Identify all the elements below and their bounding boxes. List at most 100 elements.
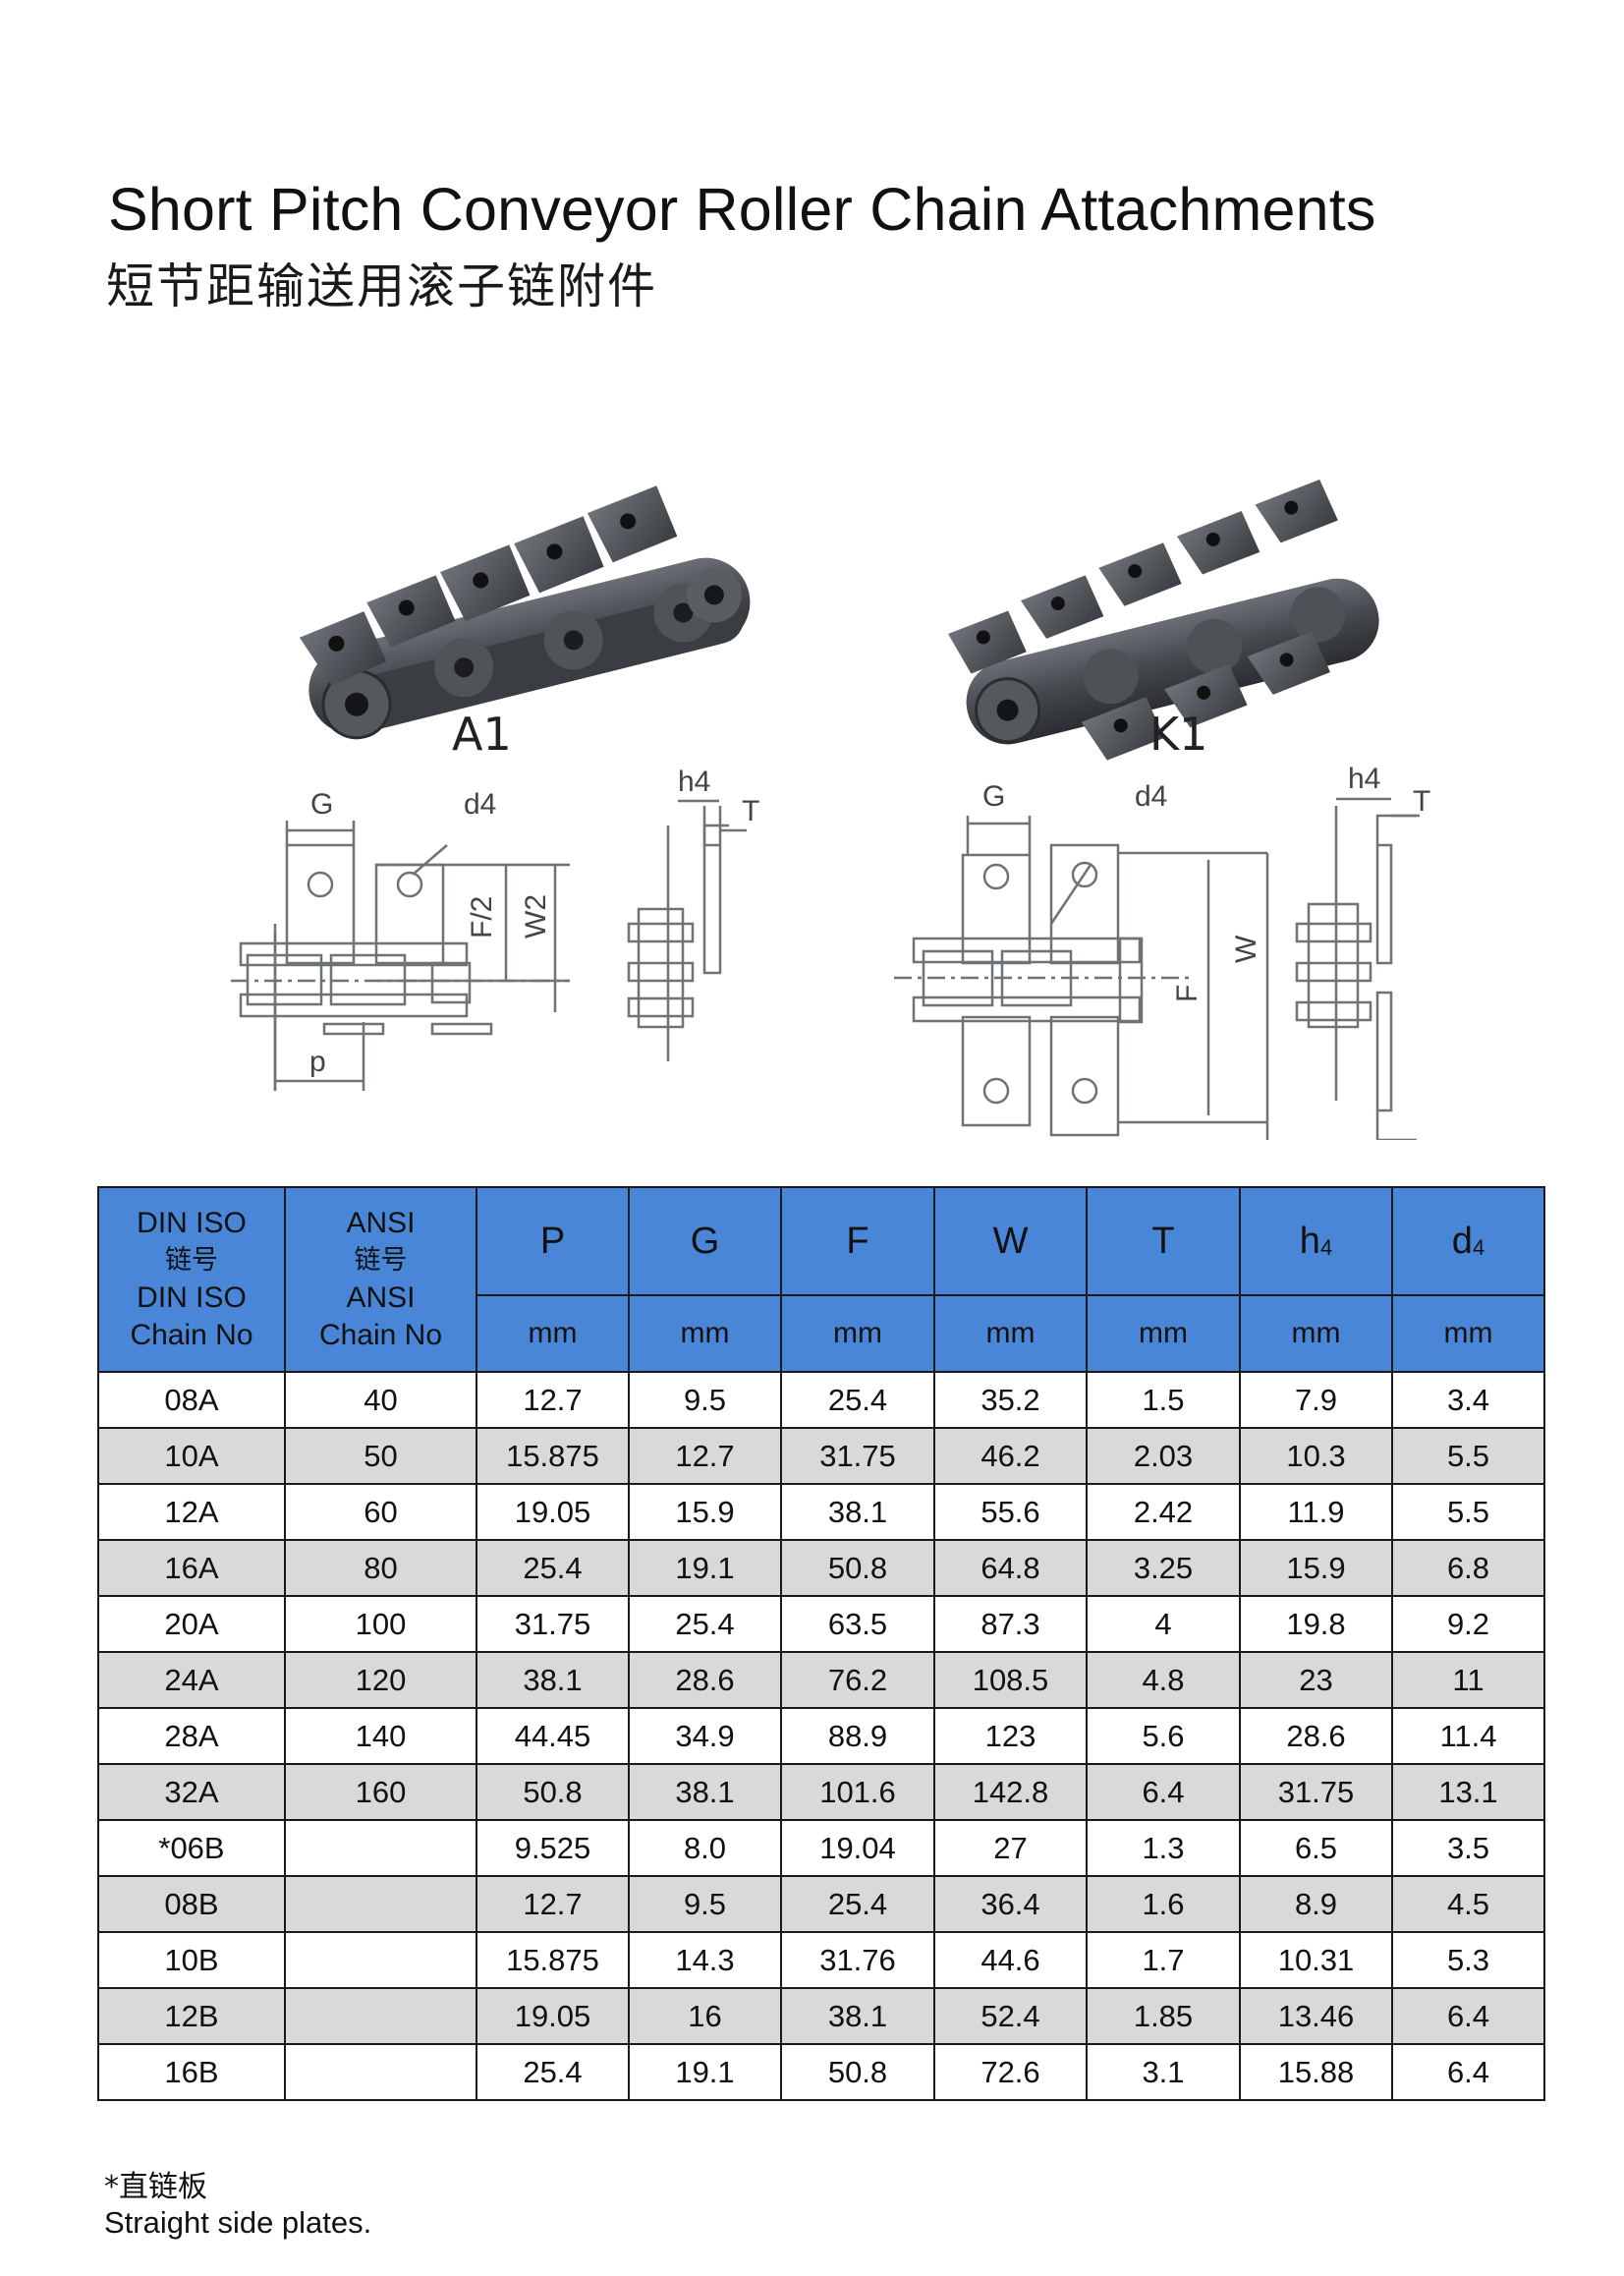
table-cell: 31.75 <box>1239 1763 1393 1821</box>
table-cell: 36.4 <box>933 1875 1088 1933</box>
header-w: W <box>933 1186 1088 1296</box>
table-cell: 44.6 <box>933 1931 1088 1989</box>
table-cell: 19.05 <box>476 1483 630 1541</box>
table-cell <box>284 1931 477 1989</box>
table-cell: 08A <box>97 1371 286 1429</box>
dim-label-w2: W2 <box>520 894 552 939</box>
table-cell: 12B <box>97 1987 286 2045</box>
a1-chain-render <box>299 485 751 740</box>
table-cell: 25.4 <box>780 1371 935 1429</box>
table-cell: 08B <box>97 1875 286 1933</box>
table-cell <box>284 1875 477 1933</box>
table-cell: 1.6 <box>1086 1875 1241 1933</box>
dim-label-t-k1: T <box>1413 785 1430 818</box>
table-cell: 19.04 <box>780 1819 935 1877</box>
chain-illustrations: G d4 F/2 W2 p h4 T G d4 F W h4 T <box>231 479 1430 1142</box>
k1-chain-render <box>948 479 1379 761</box>
table-cell: 28.6 <box>628 1651 782 1709</box>
table-cell: *06B <box>97 1819 286 1877</box>
table-cell: 25.4 <box>628 1595 782 1653</box>
table-cell: 28.6 <box>1239 1707 1393 1765</box>
table-cell: 50.8 <box>780 2043 935 2101</box>
table-cell: 88.9 <box>780 1707 935 1765</box>
table-cell: 38.1 <box>780 1483 935 1541</box>
table-cell: 50.8 <box>476 1763 630 1821</box>
table-cell: 38.1 <box>476 1651 630 1709</box>
table-cell: 3.1 <box>1086 2043 1241 2101</box>
table-cell <box>284 1987 477 2045</box>
header-d4: d4 <box>1391 1186 1545 1296</box>
table-cell: 19.8 <box>1239 1595 1393 1653</box>
dim-label-t-a1: T <box>742 795 759 827</box>
page-subtitle: 短节距输送用滚子链附件 <box>106 258 658 314</box>
table-cell: 15.9 <box>628 1483 782 1541</box>
table-cell: 15.875 <box>476 1931 630 1989</box>
table-cell: 6.4 <box>1391 1987 1545 2045</box>
unit-h4: mm <box>1239 1294 1393 1373</box>
table-cell: 6.4 <box>1391 2043 1545 2101</box>
table-cell: 19.05 <box>476 1987 630 2045</box>
table-cell: 4.8 <box>1086 1651 1241 1709</box>
table-cell: 3.4 <box>1391 1371 1545 1429</box>
table-cell: 55.6 <box>933 1483 1088 1541</box>
dim-label-f2: F/2 <box>466 896 498 939</box>
table-cell: 123 <box>933 1707 1088 1765</box>
table-cell: 108.5 <box>933 1651 1088 1709</box>
page-title: Short Pitch Conveyor Roller Chain Attach… <box>108 176 1376 243</box>
table-cell: 10.3 <box>1239 1427 1393 1485</box>
dim-label-g-k1: G <box>982 780 1005 813</box>
dim-label-h4-a1: h4 <box>678 766 710 798</box>
table-cell: 6.5 <box>1239 1819 1393 1877</box>
chain-figures: G d4 F/2 W2 p h4 T G d4 F W h4 T A1 K1 <box>0 413 1624 1142</box>
table-cell: 10B <box>97 1931 286 1989</box>
footnote-chinese: *直链板 <box>104 2170 207 2204</box>
table-cell: 38.1 <box>780 1987 935 2045</box>
k1-side-view-drawing <box>1295 797 1420 1142</box>
spec-table: DIN ISO 链号 DIN ISO Chain No ANSI 链号 ANSI… <box>97 1186 1545 2101</box>
table-cell: 12.7 <box>476 1875 630 1933</box>
dim-label-d4-k1: d4 <box>1135 780 1167 813</box>
table-cell: 50.8 <box>780 1539 935 1597</box>
table-cell: 50 <box>284 1427 477 1485</box>
table-cell: 5.3 <box>1391 1931 1545 1989</box>
table-cell: 15.88 <box>1239 2043 1393 2101</box>
table-cell: 12A <box>97 1483 286 1541</box>
dim-label-w: W <box>1230 935 1262 963</box>
table-cell: 1.3 <box>1086 1819 1241 1877</box>
table-cell: 44.45 <box>476 1707 630 1765</box>
header-ansi: ANSI 链号 ANSI Chain No <box>284 1186 477 1373</box>
table-cell: 1.85 <box>1086 1987 1241 2045</box>
table-cell: 31.75 <box>476 1595 630 1653</box>
table-cell: 140 <box>284 1707 477 1765</box>
table-cell: 10.31 <box>1239 1931 1393 1989</box>
unit-g: mm <box>628 1294 782 1373</box>
table-cell: 10A <box>97 1427 286 1485</box>
table-cell: 9.5 <box>628 1371 782 1429</box>
table-cell: 14.3 <box>628 1931 782 1989</box>
table-cell: 9.5 <box>628 1875 782 1933</box>
table-cell <box>284 2043 477 2101</box>
table-cell: 46.2 <box>933 1427 1088 1485</box>
table-cell: 2.03 <box>1086 1427 1241 1485</box>
table-cell: 6.8 <box>1391 1539 1545 1597</box>
table-cell: 101.6 <box>780 1763 935 1821</box>
unit-f: mm <box>780 1294 935 1373</box>
table-cell: 4.5 <box>1391 1875 1545 1933</box>
header-p: P <box>476 1186 630 1296</box>
table-cell: 20A <box>97 1595 286 1653</box>
unit-p: mm <box>476 1294 630 1373</box>
table-cell: 8.9 <box>1239 1875 1393 1933</box>
table-cell: 38.1 <box>628 1763 782 1821</box>
table-cell: 60 <box>284 1483 477 1541</box>
table-cell: 16B <box>97 2043 286 2101</box>
dimension-labels: G d4 F/2 W2 p h4 T G d4 F W h4 T <box>309 763 1430 1078</box>
table-cell: 16 <box>628 1987 782 2045</box>
table-cell: 3.5 <box>1391 1819 1545 1877</box>
